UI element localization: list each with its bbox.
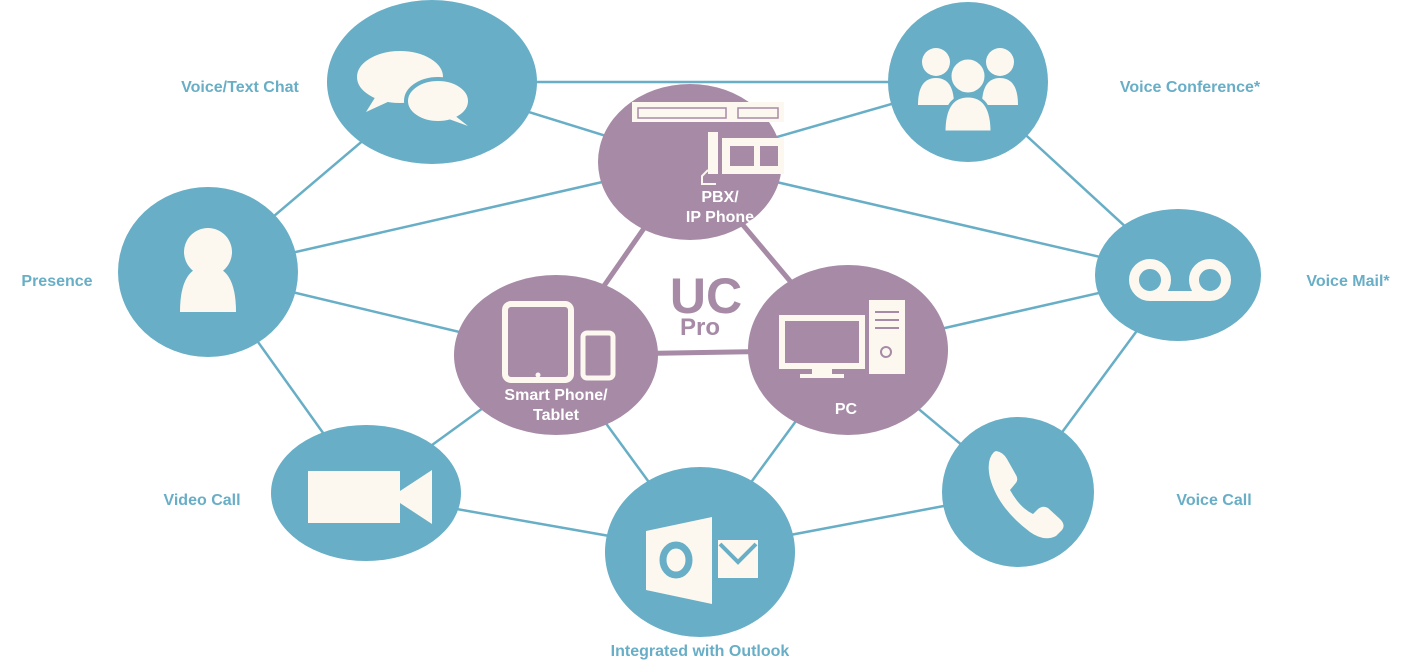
node-presence [118,187,298,357]
node-smartphone: Smart Phone/ Tablet [454,275,658,435]
pbx-label-line2: IP Phone [686,209,754,226]
voicemail-icon [1129,259,1231,301]
node-pbx: PBX/ IP Phone [598,84,784,240]
outlook-icon [646,517,758,604]
voicemail-label: Voice Mail* [1306,273,1390,290]
node-voicecall [942,417,1094,567]
center-title: UC [670,268,742,324]
people-group-icon [918,48,1018,134]
pc-label: PC [835,401,858,418]
video-camera-icon [308,470,432,524]
voicecall-node-circle [942,417,1094,567]
chat-bubbles-icon [353,47,472,126]
node-video [271,425,461,561]
pbx-phone-icon [632,102,784,185]
smartphone-label-line1: Smart Phone/ [504,387,608,404]
person-icon [180,228,236,312]
node-outlook [605,467,795,637]
desktop-pc-icon [779,300,905,378]
chat-label: Voice/Text Chat [181,79,299,96]
node-conference [888,2,1048,162]
video-label: Video Call [163,492,240,509]
outlook-label: Integrated with Outlook [611,643,790,660]
voicemail-node-circle [1095,209,1261,341]
pbx-node-circle [598,84,782,240]
node-voicemail [1095,209,1261,341]
smartphone-label-line2: Tablet [533,407,580,424]
voicecall-label: Voice Call [1176,492,1251,509]
center-label: UC Pro [670,268,742,341]
pbx-label-line1: PBX/ [701,189,739,206]
tablet-phone-icon [502,301,616,383]
center-subtitle: Pro [680,314,720,341]
node-chat [327,0,537,164]
phone-handset-icon [988,451,1064,539]
presence-label: Presence [21,273,92,290]
conference-label: Voice Conference* [1120,79,1261,96]
node-pc: PC [748,265,948,435]
